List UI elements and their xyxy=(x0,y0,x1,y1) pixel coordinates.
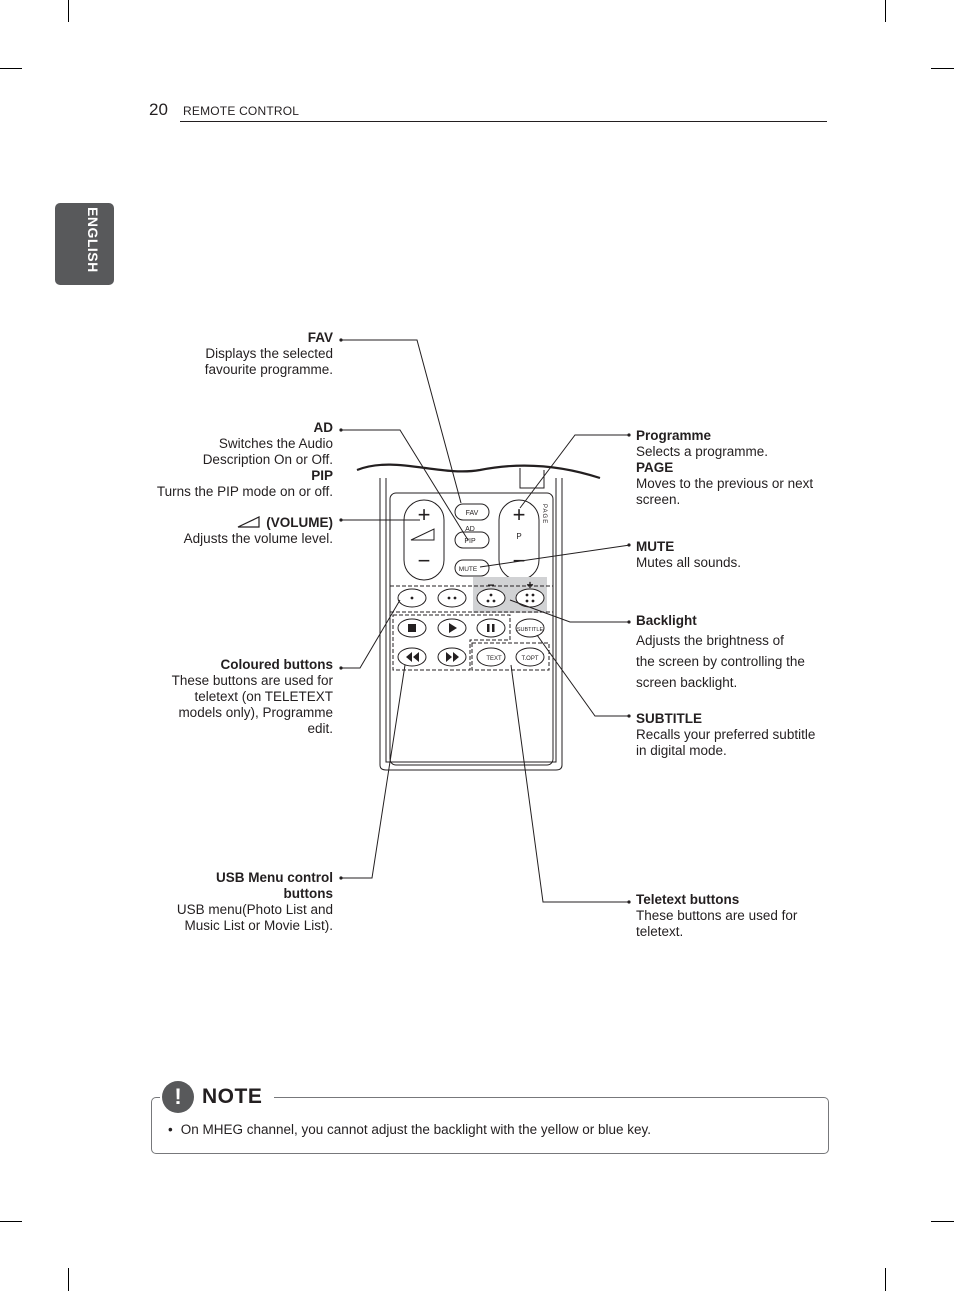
note-title: NOTE xyxy=(202,1085,263,1108)
leader-backlight xyxy=(509,599,630,623)
label-coloured-buttons: Coloured buttons These buttons are used … xyxy=(171,657,333,736)
remote-body-top xyxy=(379,478,563,771)
play-icon xyxy=(449,623,457,633)
volume-plus-glyph: + xyxy=(418,502,431,527)
language-tab: ENGLISH xyxy=(55,203,114,285)
leader-fav xyxy=(340,339,462,504)
label-usb-menu: USB Menu control buttons USB menu(Photo … xyxy=(176,870,333,933)
remote-mute-label: MUTE xyxy=(459,566,478,573)
leader-programme xyxy=(519,434,630,509)
stop-icon xyxy=(408,624,416,632)
volume-minus-glyph: − xyxy=(418,548,431,573)
remote-pip-label: PIP xyxy=(464,538,476,545)
leader-teletext xyxy=(510,664,630,903)
header-rule xyxy=(180,121,827,122)
label-backlight: Backlight Adjusts the brightness of the … xyxy=(636,613,805,690)
remote-page-label: PAGE xyxy=(541,504,547,524)
backlight-plus-glyph: + xyxy=(526,578,533,592)
label-volume: (VOLUME) Adjusts the volume level. xyxy=(183,515,333,546)
volume-label-icon xyxy=(237,516,260,528)
label-programme-page: Programme Selects a programme. PAGE Move… xyxy=(636,428,814,507)
remote-text-label: TEXT xyxy=(486,656,502,662)
fast-forward-icon xyxy=(446,652,459,662)
break-line xyxy=(356,463,601,480)
crop-mark xyxy=(68,1268,69,1291)
pause-icon xyxy=(487,624,490,632)
crop-mark xyxy=(885,1268,886,1291)
volume-icon xyxy=(410,528,435,541)
leader-usb xyxy=(340,664,406,879)
crop-mark xyxy=(0,1221,22,1222)
leader-mute xyxy=(479,544,631,568)
note-box xyxy=(151,1097,829,1154)
page-number: 20 xyxy=(149,100,168,119)
leader-subtitle xyxy=(536,634,630,717)
section-title: REMOTE CONTROL xyxy=(183,104,300,118)
remote-topt-label: T.OPT xyxy=(521,656,538,662)
exclamation-icon: ! xyxy=(162,1081,194,1113)
label-teletext: Teletext buttons These buttons are used … xyxy=(636,892,798,939)
programme-p-label: P xyxy=(516,532,521,541)
remote-fav-label: FAV xyxy=(466,510,479,517)
programme-plus-glyph: + xyxy=(513,502,526,527)
backlight-minus-glyph: − xyxy=(487,578,494,592)
crop-mark xyxy=(931,1221,954,1222)
crop-mark xyxy=(68,0,69,22)
remote-subtitle-label: SUBTITLE xyxy=(517,627,544,633)
note-header: ! NOTE xyxy=(160,1080,275,1114)
programme-minus-glyph: − xyxy=(513,548,526,573)
remote-ad-label: AD xyxy=(465,526,475,533)
rewind-icon xyxy=(406,652,419,662)
label-fav: FAV Displays the selected favourite prog… xyxy=(204,330,333,377)
label-ad-pip: AD Switches the Audio Description On or … xyxy=(156,420,333,499)
leader-coloured xyxy=(340,599,401,669)
crop-mark xyxy=(931,68,954,69)
crop-mark xyxy=(885,0,886,22)
crop-mark xyxy=(0,68,22,69)
label-subtitle: SUBTITLE Recalls your preferred subtitle… xyxy=(636,711,816,758)
note-item: •On MHEG channel, you cannot adjust the … xyxy=(168,1122,651,1137)
note-item-text: On MHEG channel, you cannot adjust the b… xyxy=(180,1122,651,1137)
label-mute: MUTE Mutes all sounds. xyxy=(636,539,742,570)
leader-ad xyxy=(340,429,469,541)
